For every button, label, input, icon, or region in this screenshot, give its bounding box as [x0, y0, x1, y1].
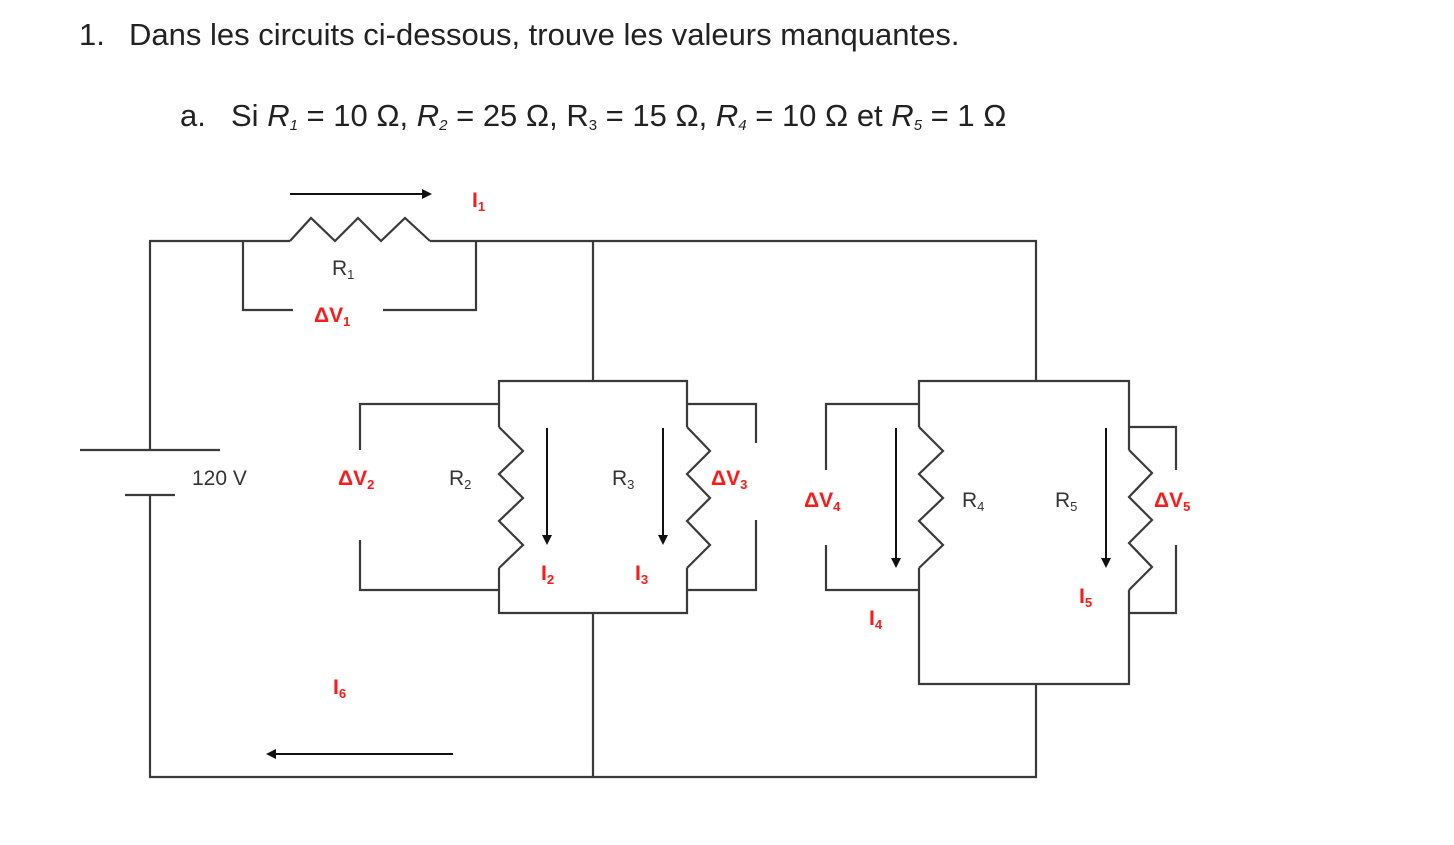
question-number: 1.: [79, 17, 105, 52]
label-r5: R5: [1055, 489, 1077, 514]
label-i6: I6: [333, 676, 346, 701]
v3-bypass-b: [687, 520, 758, 592]
label-r3: R3: [612, 467, 634, 492]
right-box: [917, 379, 1131, 450]
resistor-r4: [917, 426, 945, 569]
label-dv4: ΔV4: [804, 489, 841, 514]
r5-value: = 1 Ω: [922, 98, 1007, 133]
v1-bypass-right: [383, 241, 478, 312]
prefix: Si: [231, 98, 268, 133]
label-i4: I4: [869, 607, 883, 632]
v4-bypass-b: [824, 545, 919, 592]
r4-sub: 4: [738, 117, 747, 134]
r1-value: = 10 Ω,: [297, 98, 417, 133]
r3-sub: 3: [588, 117, 598, 134]
wire-top-right: [430, 239, 1038, 381]
label-dv5: ΔV5: [1154, 489, 1190, 514]
resistor-r5: [1127, 449, 1154, 591]
label-r2: R2: [449, 467, 471, 492]
question-text: Dans les circuits ci-dessous, trouve les…: [129, 17, 960, 52]
wires: [80, 216, 1178, 779]
v4-bypass: [824, 402, 919, 470]
labels: 120 V I1 I2 I3 I4 I5 I6 R1 R2 R3 R4 R5 Δ…: [192, 189, 1190, 701]
label-r4: R4: [962, 489, 984, 514]
r2-value: = 25 Ω,: [447, 98, 567, 133]
source-voltage-label: 120 V: [192, 467, 247, 490]
v1-bypass-left: [241, 241, 293, 312]
label-i5: I5: [1079, 585, 1092, 610]
label-dv2: ΔV2: [338, 467, 374, 492]
v2-bypass: [358, 402, 499, 450]
r3-value: = 15 Ω,: [597, 98, 716, 133]
label-i1: I1: [472, 189, 485, 214]
current-arrows: [266, 189, 1111, 759]
r1-symbol: R: [267, 98, 290, 133]
mid-box: [497, 379, 689, 427]
label-dv1: ΔV1: [314, 304, 350, 329]
right-box-bottom: [917, 568, 1131, 686]
r4-value: = 10 Ω et: [746, 98, 892, 133]
v3-bypass: [687, 402, 758, 443]
r4-symbol: R: [715, 98, 739, 133]
resistor-r1: [289, 216, 431, 243]
v5-bypass-b: [1129, 545, 1178, 615]
wire-top-left: [148, 239, 290, 450]
resistor-r2: [497, 426, 525, 569]
label-r1: R1: [332, 257, 354, 282]
v5-bypass: [1129, 425, 1178, 470]
label-i2: I2: [541, 562, 554, 587]
subquestion-number: a.: [180, 98, 206, 133]
r2-sub: 2: [439, 117, 448, 134]
subquestion-text: Si R1 = 10 Ω, R2 = 25 Ω, R3 = 15 Ω, R4 =…: [231, 98, 1006, 134]
r1-sub: 1: [289, 117, 298, 134]
r3-symbol: R: [566, 98, 589, 133]
label-i3: I3: [635, 562, 648, 587]
resistor-r3: [685, 426, 712, 569]
mid-box-bottom: [497, 568, 689, 615]
r5-symbol: R: [891, 98, 914, 133]
v2-bypass-b: [358, 540, 499, 592]
label-dv3: ΔV3: [711, 467, 747, 492]
r5-sub: 5: [913, 117, 923, 134]
r2-symbol: R: [416, 98, 440, 133]
